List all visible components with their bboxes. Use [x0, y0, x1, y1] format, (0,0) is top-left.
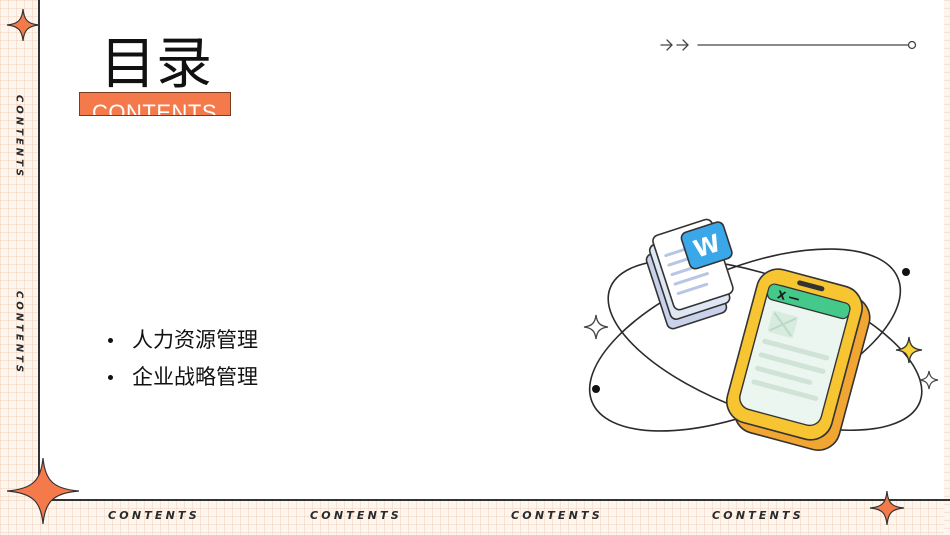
bottom-word-1: CONTENTS	[108, 509, 200, 522]
bottom-word-2: CONTENTS	[310, 509, 402, 522]
sparkle-star-icon	[6, 457, 80, 525]
bullet-dot	[108, 338, 113, 343]
excel-phone-icon: X	[726, 268, 871, 451]
office-documents-illustration: W X	[583, 218, 939, 451]
grid-strip-bottom	[0, 500, 950, 535]
subtitle-text: CONTENTS	[92, 100, 217, 116]
double-arrow-icon	[660, 39, 917, 51]
sparkle-star-icon	[6, 8, 40, 42]
page-title: 目录	[100, 32, 212, 97]
content-list: 人力资源管理 企业战略管理	[108, 322, 258, 396]
word-document-icon: W	[645, 218, 734, 330]
svg-text:X: X	[776, 288, 788, 303]
frame-line-vertical	[38, 0, 40, 500]
side-word-bottom: CONTENTS	[13, 290, 25, 376]
sparkle-star-icon	[919, 370, 939, 390]
list-item-label: 人力资源管理	[132, 328, 258, 352]
grid-strip-right	[944, 0, 950, 535]
sparkle-star-icon	[895, 336, 923, 364]
side-word-top: CONTENTS	[13, 94, 25, 180]
bottom-word-3: CONTENTS	[511, 509, 603, 522]
subtitle-badge: CONTENTS	[79, 92, 231, 116]
sparkle-star-icon	[869, 490, 905, 526]
bottom-word-4: CONTENTS	[712, 509, 804, 522]
list-item[interactable]: 企业战略管理	[108, 359, 258, 396]
list-item[interactable]: 人力资源管理	[108, 322, 258, 359]
list-item-label: 企业战略管理	[132, 365, 258, 389]
bullet-dot	[108, 375, 113, 380]
grid-strip-left	[0, 0, 38, 535]
sparkle-star-icon	[583, 314, 609, 340]
frame-line-horizontal	[38, 499, 950, 501]
